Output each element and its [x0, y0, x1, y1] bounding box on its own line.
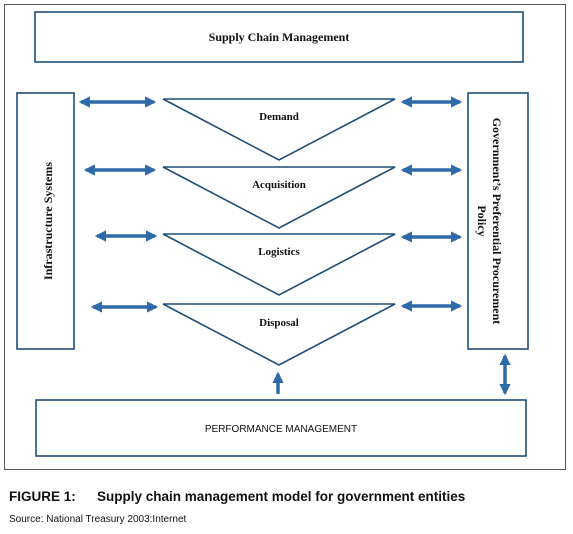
- stage-demand: Demand: [162, 98, 396, 161]
- figure-title: Supply chain management model for govern…: [97, 489, 466, 504]
- supply-chain-management-box: Supply Chain Management: [34, 11, 524, 63]
- infrastructure-systems-label: Infrastructure Systems: [41, 162, 55, 280]
- acquisition-label: Acquisition: [252, 179, 306, 191]
- performance-management-box: PERFORMANCE MANAGEMENT: [35, 399, 527, 457]
- logistics-label: Logistics: [258, 246, 300, 258]
- demand-label: Demand: [259, 111, 299, 123]
- figure-number: FIGURE 1:: [9, 489, 76, 504]
- figure-source: Source: National Treasury 2003:Internet: [9, 514, 187, 525]
- preferential-procurement-policy-box: Government’s Preferential Procurement Po…: [467, 92, 529, 350]
- preferential-procurement-label-line1: Government’s Preferential Procurement: [490, 118, 504, 325]
- stage-disposal: Disposal: [162, 303, 396, 366]
- stage-acquisition: Acquisition: [162, 166, 396, 229]
- infrastructure-systems-box: Infrastructure Systems: [16, 92, 75, 350]
- preferential-procurement-label-line2: Policy: [475, 205, 489, 236]
- figure-caption: FIGURE 1: Supply chain management model f…: [9, 489, 465, 504]
- disposal-label: Disposal: [259, 317, 299, 329]
- supply-chain-management-label: Supply Chain Management: [209, 30, 350, 44]
- disposal-triangle: [162, 303, 396, 366]
- acquisition-triangle: [162, 166, 396, 229]
- logistics-triangle: [162, 233, 396, 296]
- stage-logistics: Logistics: [162, 233, 396, 296]
- performance-management-label: PERFORMANCE MANAGEMENT: [205, 424, 357, 435]
- figure-frame: [4, 4, 566, 470]
- demand-triangle: [162, 98, 396, 161]
